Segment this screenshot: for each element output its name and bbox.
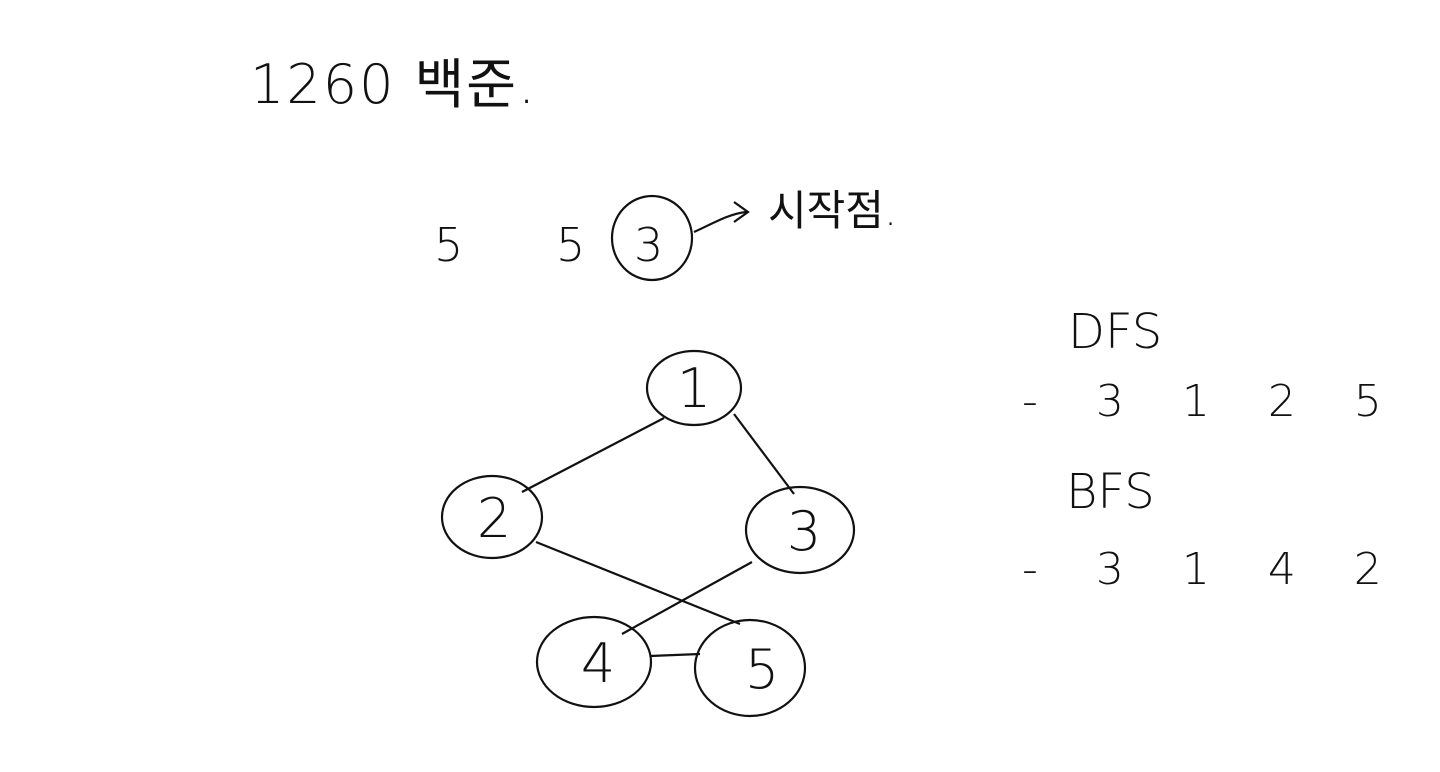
node-label-5: 5 — [745, 638, 779, 701]
graph-node-2: 2 — [440, 474, 544, 560]
dfs-heading: DFS — [1068, 304, 1163, 360]
graph-node-1: 1 — [645, 349, 743, 427]
edge-4-5 — [649, 652, 701, 658]
edge-1-2 — [521, 417, 665, 493]
node-label-2: 2 — [477, 487, 511, 550]
graph-node-4: 4 — [535, 615, 653, 709]
bfs-order: - 3 1 4 2 5 — [1022, 544, 1440, 595]
graph-node-5: 5 — [693, 618, 807, 718]
graph-node-3: 3 — [744, 485, 856, 575]
start-arrow — [693, 210, 747, 234]
node-label-3: 3 — [787, 500, 821, 563]
start-vertex-circle — [610, 194, 694, 282]
node-label-1: 1 — [677, 357, 711, 420]
edge-1-3 — [733, 413, 795, 495]
input-edge-count: 5 — [556, 218, 586, 272]
page-title: 1260 백준. — [250, 53, 538, 116]
bfs-heading: BFS — [1066, 464, 1155, 520]
start-point-label: 시작점. — [768, 186, 898, 235]
edge-2-5 — [535, 540, 741, 626]
node-label-4: 4 — [581, 632, 615, 695]
edge-3-4 — [621, 561, 753, 635]
input-vertex-count: 5 — [434, 218, 464, 272]
input-start-vertex: 3 — [634, 218, 664, 272]
start-arrowhead — [733, 201, 750, 223]
dfs-order: - 3 1 2 5 4 — [1022, 376, 1440, 427]
